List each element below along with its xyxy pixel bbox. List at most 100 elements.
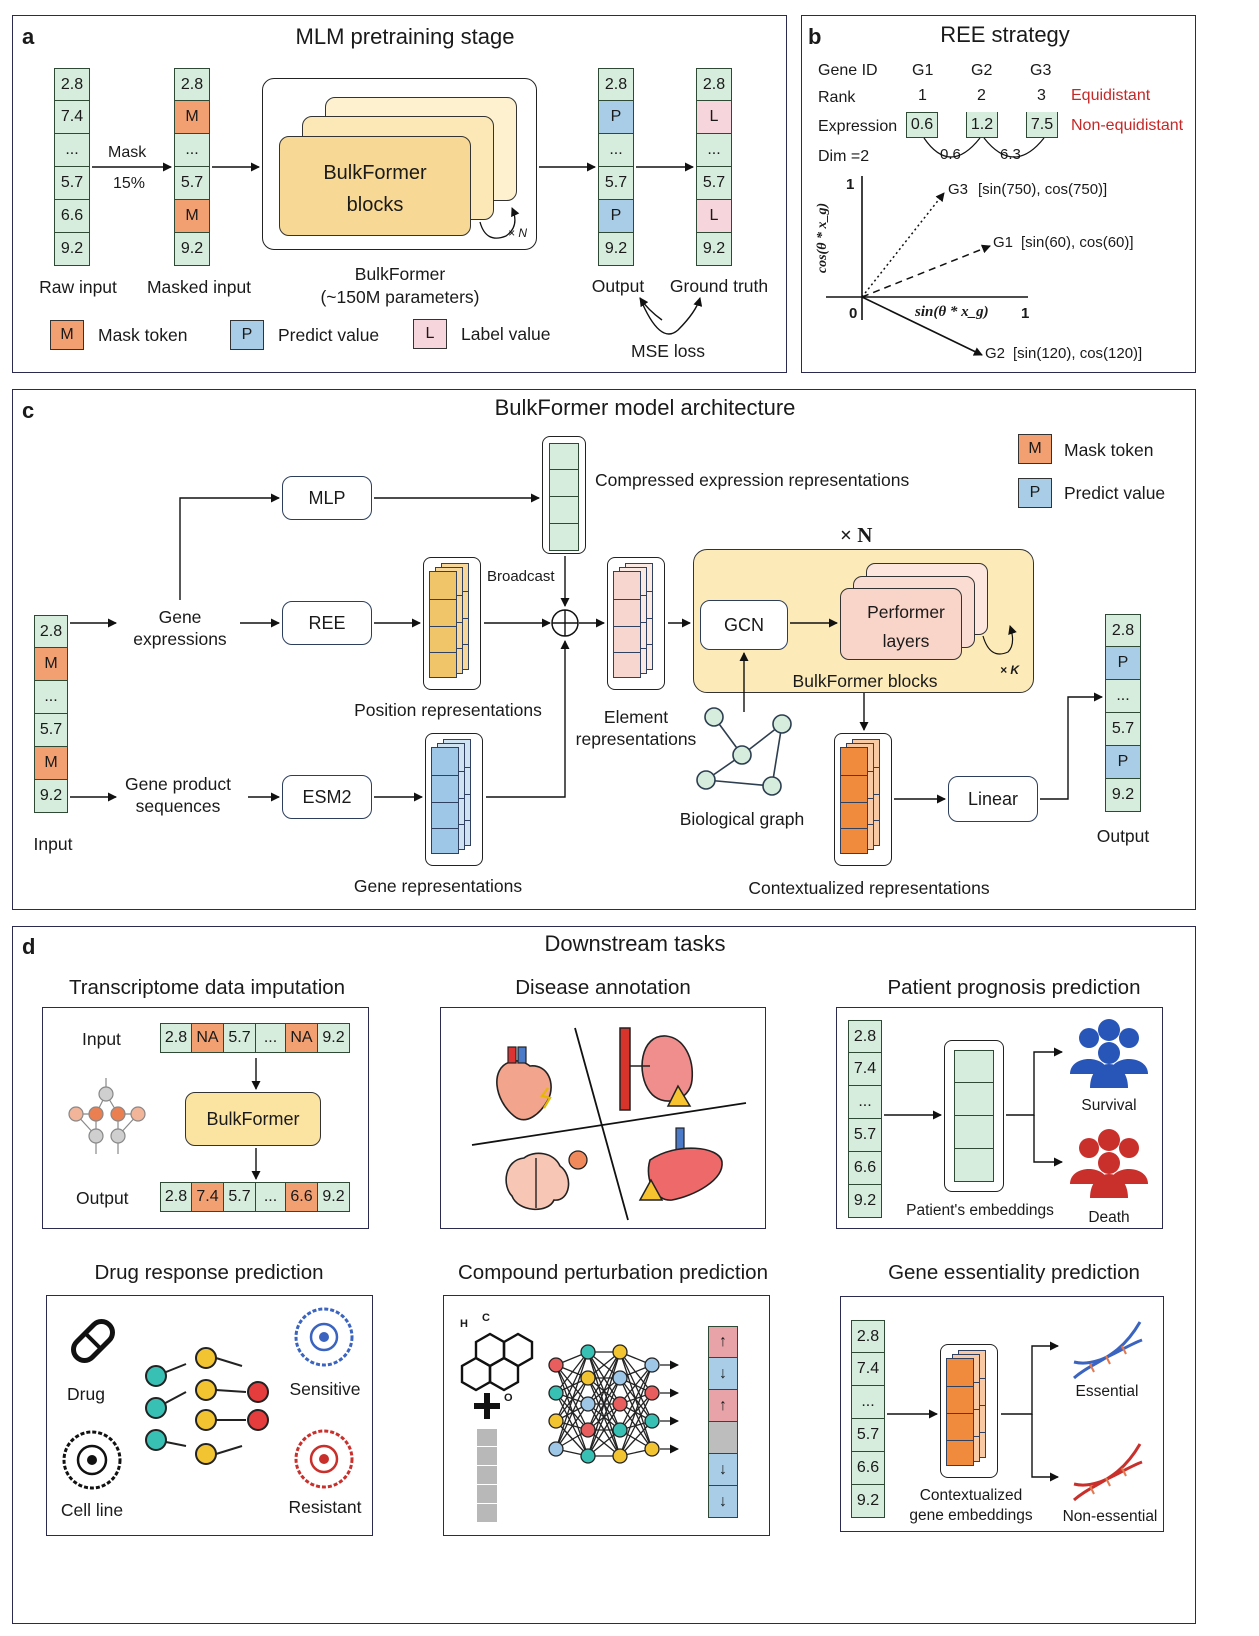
esm2-box: ESM2 xyxy=(282,775,372,819)
bulkformer-blocks-label: BulkFormer blocks xyxy=(792,671,938,691)
network-edge xyxy=(619,1377,653,1450)
legend-mask-token-swatch: M xyxy=(50,320,84,350)
rank-label: Rank xyxy=(818,89,856,106)
panel-c-title: BulkFormer model architecture xyxy=(494,395,796,420)
stack-divider xyxy=(430,598,456,600)
deep-network-icon xyxy=(548,1344,679,1464)
blank-cell xyxy=(954,1050,994,1083)
bulkformer-frame xyxy=(262,78,537,250)
value-cell: ... xyxy=(598,134,634,167)
stack-layer xyxy=(431,747,459,854)
compound-title: Compound perturbation prediction xyxy=(458,1261,768,1284)
molecule-icon xyxy=(460,1332,534,1392)
element-representation-stack xyxy=(607,557,665,690)
network-edge xyxy=(619,1420,653,1457)
network-node xyxy=(644,1385,660,1401)
dim-label: Dim =2 xyxy=(818,148,870,165)
patient-embeddings-label: Patient's embeddings xyxy=(906,1202,1054,1219)
network-edge xyxy=(619,1364,653,1431)
panel-c-letter: c xyxy=(22,398,35,423)
network-edge xyxy=(587,1377,621,1457)
molecule-atom-c: C xyxy=(482,1312,490,1324)
contextualized-representation-label: Contextualized representations xyxy=(748,878,990,898)
legend-predict-value-text: Predict value xyxy=(278,325,380,345)
value-cell: 7.4 xyxy=(851,1353,885,1386)
gap-g2-g3: 6.3 xyxy=(1000,146,1021,163)
stack-divider xyxy=(432,801,458,803)
gene-representation-label: Gene representations xyxy=(353,876,523,896)
network-edge xyxy=(619,1364,653,1405)
value-cell: P xyxy=(1105,647,1141,680)
stack-layer xyxy=(946,1358,974,1466)
value-cell: 5.7 xyxy=(174,167,210,200)
stack-divider xyxy=(614,652,640,654)
network-edge xyxy=(555,1392,589,1431)
molecule-atom-o: O xyxy=(504,1392,513,1404)
bulkformer-block-line2: blocks xyxy=(346,194,404,216)
essential-label: Essential xyxy=(1075,1383,1139,1400)
blank-cell xyxy=(549,524,579,551)
blank-cell: ↓ xyxy=(708,1358,738,1390)
value-cell: 9.2 xyxy=(851,1485,885,1518)
value-cell: 2.8 xyxy=(598,68,634,101)
blank-cell xyxy=(549,443,579,470)
value-cell: 2.8 xyxy=(34,615,68,648)
value-cell: 9.2 xyxy=(318,1023,350,1053)
blank-cell xyxy=(549,497,579,524)
drug-box xyxy=(46,1295,373,1536)
value-cell: 5.7 xyxy=(598,167,634,200)
value-cell: 5.7 xyxy=(1105,713,1141,746)
cell-line-label: Cell line xyxy=(60,1500,124,1520)
element-representation-line1: Element xyxy=(603,707,669,727)
value-cell: 9.2 xyxy=(34,780,68,813)
value-cell: ... xyxy=(696,134,732,167)
value-cell: 5.7 xyxy=(848,1119,882,1152)
position-representation-stack xyxy=(423,557,481,690)
value-cell: 2.8 xyxy=(54,68,90,101)
network-node xyxy=(644,1357,660,1373)
blank-cell: ↓ xyxy=(708,1486,738,1518)
vector-g1-gene: G1 xyxy=(993,234,1014,251)
value-cell: 9.2 xyxy=(174,233,210,266)
value-cell: 2.8 xyxy=(1105,614,1141,647)
heart-icon xyxy=(496,1046,552,1121)
panel-a-title: MLM pretraining stage xyxy=(295,24,515,49)
legend-c-mask-text: Mask token xyxy=(1064,440,1154,460)
value-cell: 9.2 xyxy=(848,1185,882,1218)
gene-embedding-stack xyxy=(940,1344,998,1478)
network-node xyxy=(548,1413,564,1429)
patient-embedding-cells xyxy=(954,1050,994,1182)
network-node xyxy=(548,1385,564,1401)
network-node xyxy=(644,1413,660,1429)
performer-line2: layers xyxy=(882,631,930,651)
value-cell: ... xyxy=(851,1386,885,1419)
sensitive-cell-icon xyxy=(294,1307,354,1367)
network-edge xyxy=(555,1364,589,1431)
value-cell: 2.8 xyxy=(174,68,210,101)
stack-layer xyxy=(613,571,641,678)
ree-box: REE xyxy=(282,601,372,645)
times-n-label: × N xyxy=(840,523,873,547)
legend-c-predict-text: Predict value xyxy=(1064,483,1166,503)
plus-icon xyxy=(474,1393,500,1419)
network-edge xyxy=(555,1364,589,1457)
death-label: Death xyxy=(1088,1209,1130,1226)
value-cell: 2.8 xyxy=(851,1320,885,1353)
value-cell: NA xyxy=(192,1023,224,1053)
expression-g3: 7.5 xyxy=(1026,112,1058,138)
vector-g3-gene: G3 xyxy=(948,181,969,198)
value-cell: 7.4 xyxy=(848,1053,882,1086)
imputation-input-label: Input xyxy=(82,1029,121,1049)
architecture-input-label: Input xyxy=(33,834,73,854)
legend-predict-value-swatch: P xyxy=(230,320,264,350)
value-cell: ... xyxy=(1105,680,1141,713)
network-node xyxy=(612,1344,628,1360)
value-cell: 9.2 xyxy=(598,233,634,266)
essentiality-title: Gene essentiality prediction xyxy=(888,1261,1140,1284)
